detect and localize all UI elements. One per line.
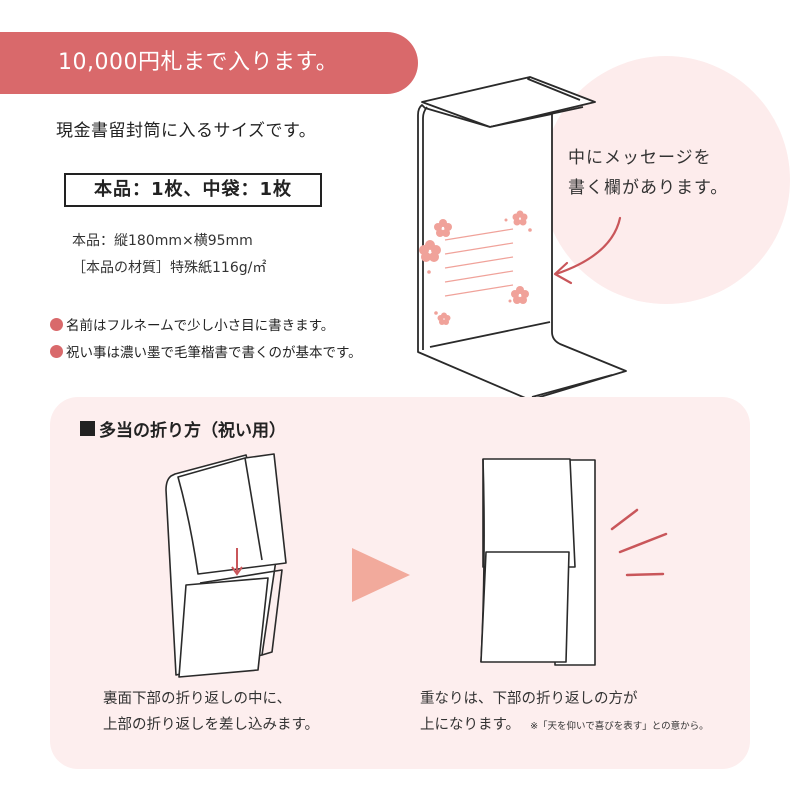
step2-footnote: ※「天を仰いで喜びを表す」との意から。: [530, 721, 709, 732]
note-item: 祝い事は濃い墨で毛筆楷書で書くのが基本です。: [50, 341, 362, 361]
step2-caption-line-2: 上になります。: [420, 717, 521, 733]
callout-line-1: 中にメッセージを: [568, 148, 712, 168]
headline-text: 10,000円札まで入ります。: [58, 50, 339, 75]
section-title-text: 多当の折り方（祝い用）: [99, 421, 286, 441]
curved-arrow-icon: [554, 216, 622, 276]
note-text: 名前はフルネームで少し小さ目に書きます。: [66, 318, 335, 334]
section-title: 多当の折り方（祝い用）: [80, 416, 286, 441]
bullet-dot-icon: [50, 317, 63, 331]
step1-envelope-illustration: [165, 453, 287, 678]
material-spec: ［本品の材質］特殊紙116g/㎡: [72, 260, 267, 276]
step2-envelope-illustration: [480, 458, 596, 666]
flower-decoration-icon: [419, 210, 532, 325]
contents-box: 本品：1枚、中袋：1枚: [64, 173, 322, 207]
step1-caption: 裏面下部の折り返しの中に、 上部の折り返しを差し込みます。: [103, 686, 319, 738]
step2-caption: 重なりは、下部の折り返しの方が 上になります。 ※「天を仰いで喜びを表す」との意か…: [420, 686, 709, 740]
square-bullet-icon: [80, 421, 95, 436]
step2-caption-line-1: 重なりは、下部の折り返しの方が: [420, 691, 638, 707]
callout-line-2: 書く欄があります。: [568, 178, 729, 198]
insert-arrow-icon: [231, 548, 243, 576]
step1-caption-line-1: 裏面下部の折り返しの中に、: [103, 691, 292, 707]
folding-instructions-panel: [50, 397, 750, 769]
subtitle: 現金書留封筒に入るサイズです。: [56, 121, 317, 141]
bullet-dot-icon: [50, 344, 63, 358]
note-item: 名前はフルネームで少し小さ目に書きます。: [50, 314, 334, 334]
headline-banner: 10,000円札まで入ります。: [0, 32, 418, 94]
note-text: 祝い事は濃い墨で毛筆楷書で書くのが基本です。: [66, 345, 362, 361]
step1-caption-line-2: 上部の折り返しを差し込みます。: [103, 717, 320, 733]
size-spec: 本品：縦180mm×横95mm: [72, 233, 253, 249]
next-step-arrow-icon: [352, 548, 410, 602]
emphasis-lines-icon: [610, 508, 668, 577]
callout-text: 中にメッセージを 書く欄があります。: [568, 143, 728, 203]
